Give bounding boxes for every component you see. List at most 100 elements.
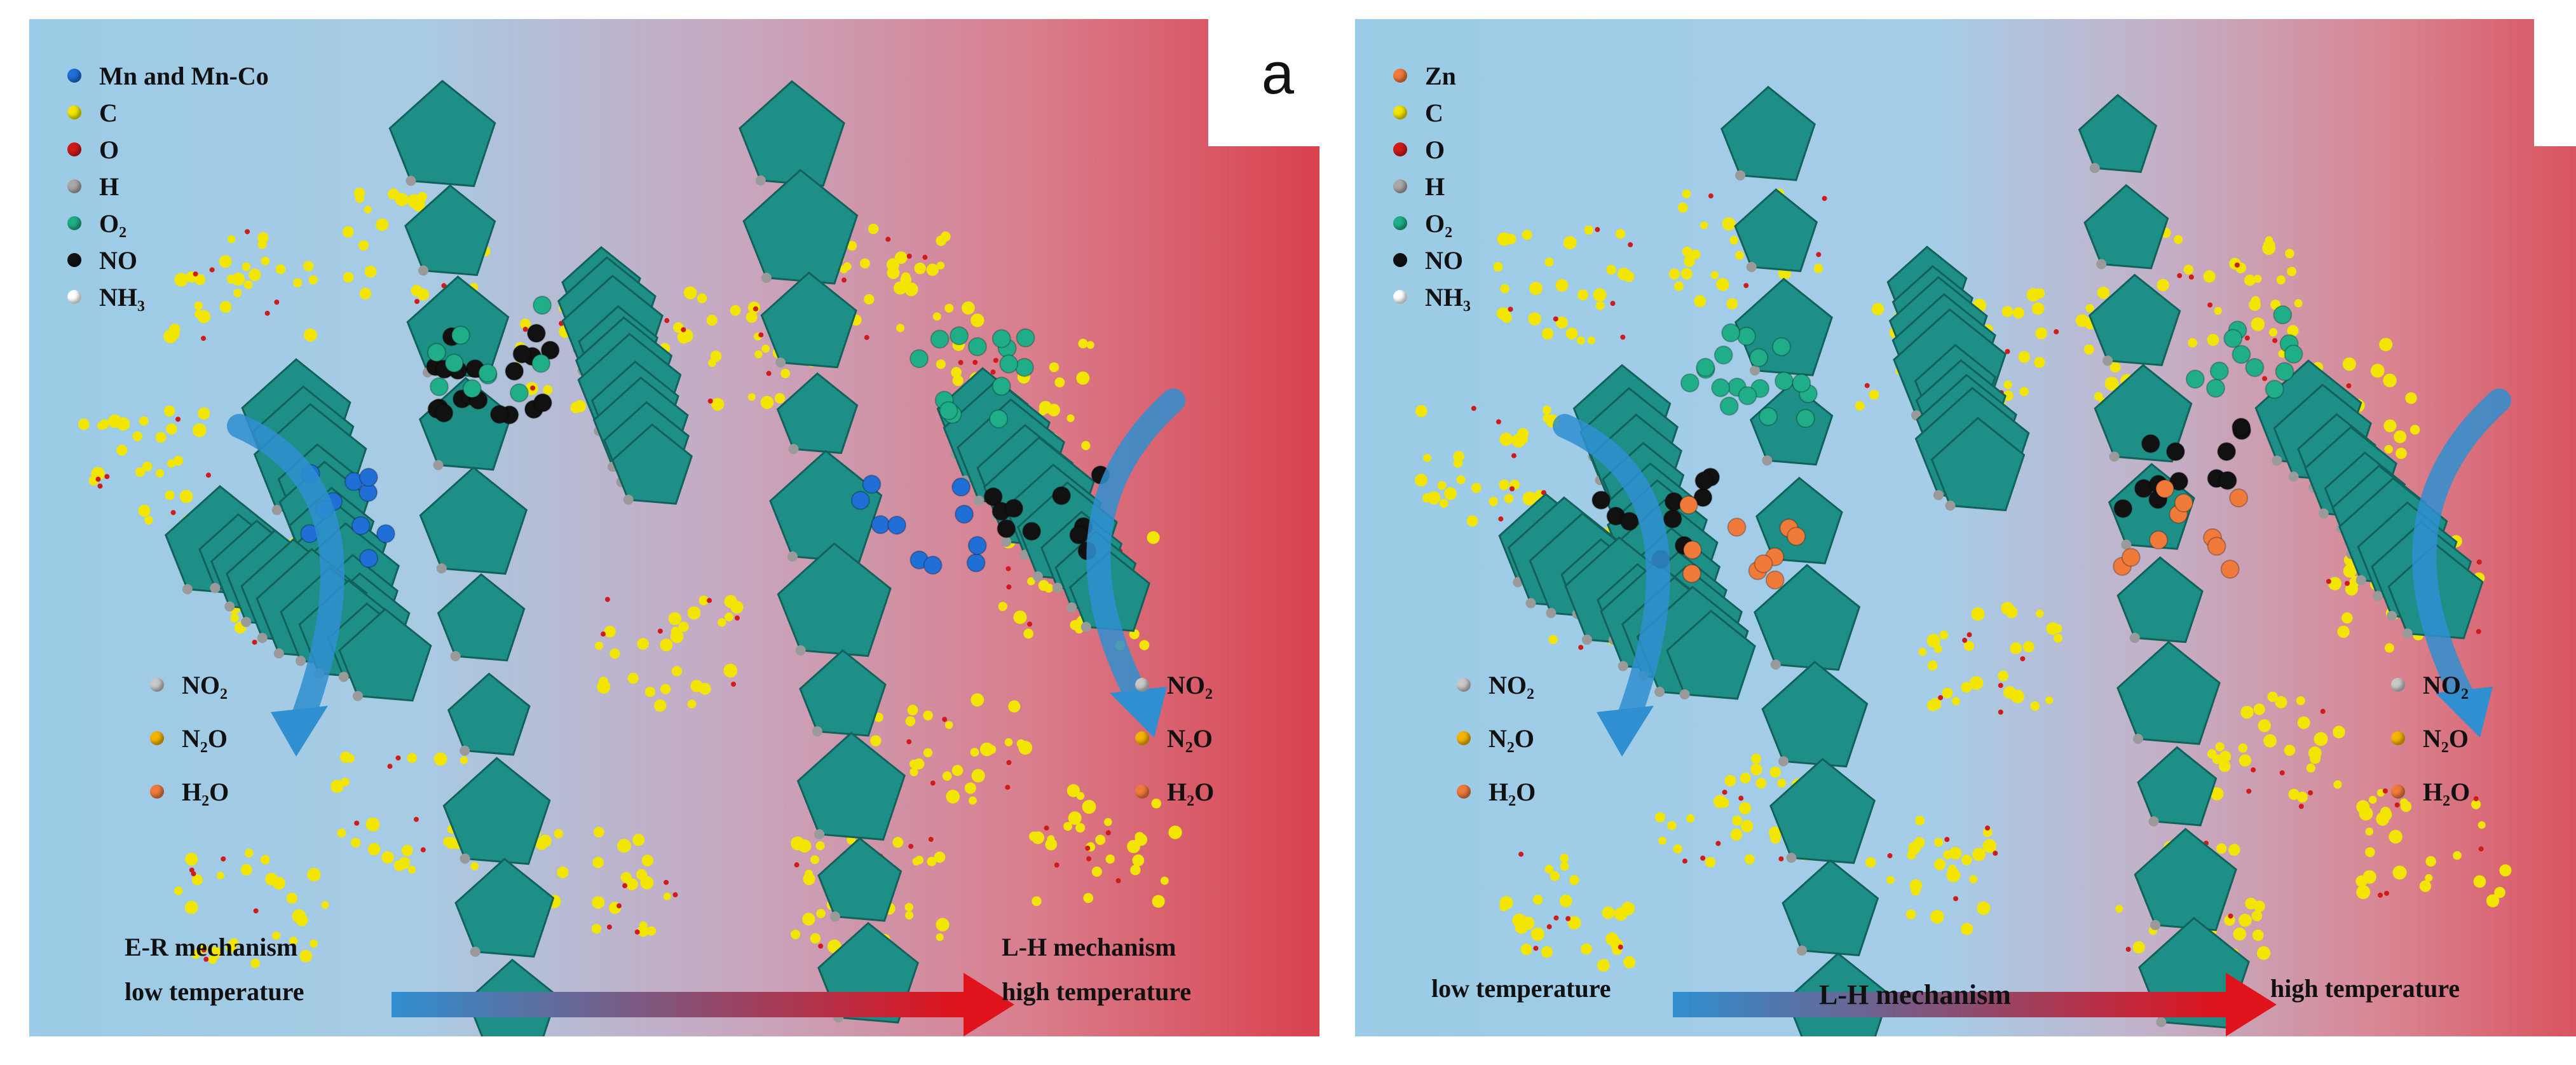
hydrogen-atom [460,745,470,756]
metal-polyhedron [2094,364,2193,463]
carbon-atom [646,926,657,936]
carbon-atom [1927,660,1938,671]
carbon-atom [1668,268,1680,280]
carbon-atom [1127,839,1140,853]
carbon-atom [341,778,350,787]
carbon-atom [1415,405,1428,417]
arrowhead-right [2436,687,2493,738]
temperature-label: high temperature [1002,977,1192,1006]
carbon-atom [754,350,763,359]
carbon-atom [951,367,962,378]
metal-polyhedron [2083,184,2169,270]
temperature-arrow-shaft [1673,992,2226,1017]
oxygen-atom [1938,695,1944,701]
carbon-atom [2252,929,2264,941]
oxygen-atom [758,332,764,338]
carbon-atom [1075,823,1086,833]
carbon-atom [1428,491,1441,505]
legend-label: NO [1425,245,1463,275]
carbon-atom [401,844,413,856]
hydrogen-atom [1735,170,1746,181]
carbon-atom [2499,864,2512,877]
carbon-atom [868,223,879,235]
legend-dot-icon [1393,179,1407,193]
product-entry: H₂O [1457,765,1536,818]
oxygen-atom [420,847,426,853]
hydrogen-atom [788,444,799,455]
legend-entry: O [1393,131,1471,168]
panel-letter: a [1261,41,1294,106]
carbon-atom [934,851,946,863]
oxygen-atom [922,254,928,260]
carbon-atom [2157,278,2169,292]
carbon-atom [893,281,907,295]
gas-molecule [2284,344,2303,364]
mechanism-label-right: L-H mechanism high temperature [1002,925,1191,1014]
carbon-atom [1063,821,1072,831]
oxygen-atom [942,717,948,722]
gas-molecule [997,519,1016,539]
carbon-atom [1602,906,1615,919]
carbon-atom [1705,856,1716,868]
carbon-atom [2296,792,2308,803]
carbon-atom [2203,270,2216,283]
carbon-atom [408,865,416,874]
carbon-atom [1886,876,1895,884]
legend-dot-icon [67,179,81,193]
oxygen-atom [193,271,198,277]
oxygen-atom [2394,802,2400,808]
hydrogen-atom [1546,608,1557,619]
carbon-atom [798,839,812,853]
hydrogen-atom [1746,261,1757,272]
hydrogen-atom [775,357,786,368]
carbon-atom [2006,606,2018,619]
oxygen-atom [2473,796,2479,802]
carbon-atom [1964,641,1974,651]
hydrogen-atom [1001,537,1012,547]
hydrogen-atom [755,175,766,186]
carbon-atom [944,303,954,313]
legend-entry: Zn [1393,57,1471,94]
gas-molecule [509,383,529,402]
carbon-atom [2228,844,2240,856]
carbon-atom [554,828,564,839]
legend-dot-icon [67,106,81,120]
carbon-atom [1091,866,1102,877]
carbon-atom [2287,266,2297,277]
hydrogen-atom [1945,500,1956,511]
carbon-atom [1623,271,1635,282]
oxygen-atom [1553,915,1559,921]
metal-polyhedron [1734,188,1818,272]
carbon-atom [964,782,976,794]
carbon-atom [723,663,738,678]
oxygen-atom [2244,335,2250,341]
carbon-atom [308,275,318,285]
oxygen-atom [104,474,110,479]
carbon-atom [1532,895,1543,905]
oxygen-atom [664,879,669,885]
product-dot-icon [1135,678,1149,692]
oxygen-atom [522,326,528,332]
arrowhead-left [1597,706,1654,757]
hydrogen-atom [352,691,363,701]
carbon-atom [1500,284,1509,294]
carbon-atom [193,423,207,437]
product-entry: H₂O [150,765,229,818]
metal-polyhedron [447,672,531,756]
carbon-atom [1769,766,1781,778]
carbon-atom [1139,640,1150,650]
carbon-atom [1732,815,1743,826]
carbon-atom [644,687,655,697]
product-label: N₂O [2423,724,2469,753]
carbon-atom [2362,870,2376,884]
carbon-atom [1738,802,1752,814]
carbon-atom [1013,610,1027,624]
hydrogen-atom [761,272,772,283]
carbon-atom [243,280,253,289]
gas-molecule [871,515,890,535]
carbon-atom [2383,373,2397,388]
carbon-atom [416,193,426,203]
carbon-atom [257,232,269,244]
temperature-label: low temperature [125,977,304,1006]
carbon-atom [2003,380,2012,389]
